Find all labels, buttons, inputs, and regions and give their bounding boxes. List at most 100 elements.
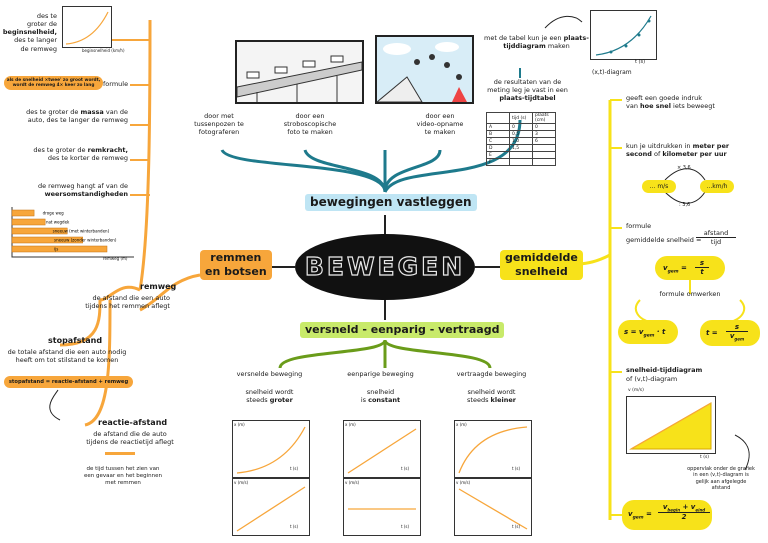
table-cell: A <box>486 123 510 131</box>
massa-text: des te groter de massa van de auto, des … <box>20 108 128 124</box>
branch-vastleggen: bewegingen vastleggen <box>305 194 477 211</box>
graph-bottom-1 <box>343 478 421 536</box>
table-cell <box>532 151 556 159</box>
frac-num: afstand <box>696 229 736 239</box>
table-cell: C <box>486 137 510 145</box>
formule-label: formule <box>103 80 129 88</box>
table-header-plaats: plaats (cm) <box>532 112 556 124</box>
graph-ylabel-bottom-0: v (m/s) <box>234 480 249 485</box>
graph-bottom-0 <box>232 478 310 536</box>
s-formula-text: s = vgem · t <box>624 328 666 339</box>
tabel-text: met de tabel kun je een plaats-tijddiagr… <box>484 34 589 50</box>
table-cell: D <box>486 144 510 152</box>
table-cell <box>532 144 556 152</box>
center-title: BEWEGEN <box>304 251 466 281</box>
conv-left: ... m/s <box>642 180 676 193</box>
bar-label-2: sneeuw (met winterbanden) <box>53 229 110 234</box>
graph-xlabel-bottom-0: t (s) <box>290 524 299 529</box>
reactie-underline <box>105 452 135 455</box>
eenheid-d: kilometer per uur <box>662 150 727 159</box>
beginsnelheid-b: beginsnelheid, <box>2 28 57 37</box>
vt-area <box>629 402 712 450</box>
vgem-frac: s t <box>695 259 709 276</box>
bar-3 <box>11 236 83 244</box>
vgem-frac-s: s <box>695 259 709 268</box>
indruk-a: geeft een goede indruk van <box>626 94 702 111</box>
vgem-sub: gem <box>667 269 679 275</box>
t-eq-frac-v: v <box>729 332 735 340</box>
beweging-desc-b-1: constant <box>368 396 401 405</box>
eenheid-b: meter per second <box>626 142 730 159</box>
table-row: F <box>486 158 556 166</box>
massa-a: des te groter de <box>26 108 79 116</box>
vgem-avg-frac: vbegin + veind 2 <box>658 503 710 521</box>
graph-top-0 <box>232 420 310 478</box>
table-cell <box>509 158 533 166</box>
bar-label-1: nat wegdek <box>46 220 70 225</box>
diag-title: snelheid-tijddiagram <box>626 366 703 374</box>
xt-graph-xlabel: t (s) <box>635 59 646 65</box>
remkracht-b: remkracht, <box>87 146 128 154</box>
tabel-text-c: maken <box>547 42 570 51</box>
car-sequence-illustration <box>237 55 362 102</box>
graph-ylabel-top-1: x (m) <box>345 422 356 427</box>
xt-diagram-caption: (x,t)-diagram <box>592 69 632 76</box>
graph-xlabel-top-2: t (s) <box>512 466 521 471</box>
vt-xlabel: t (s) <box>700 455 710 460</box>
table-cell: 1,5 <box>509 144 533 152</box>
omwerken-label: formule omwerken <box>659 290 721 298</box>
remweg-mini-graph <box>62 6 112 48</box>
table-cell: 0 <box>509 123 533 131</box>
formule-snelheid-text: gemiddelde snelheid = <box>626 236 702 244</box>
graph-ylabel-top-0: x (m) <box>234 422 245 427</box>
graph-xlabel-bottom-1: t (s) <box>401 524 410 529</box>
jumper-illustration <box>377 42 467 102</box>
beweging-desc-1: snelheid is constant <box>343 388 418 404</box>
s-eq-sub: gem <box>643 333 655 339</box>
beweging-desc-a-2: snelheid wordt steeds <box>467 388 516 405</box>
graph-ylabel-bottom-1: v (m/s) <box>345 480 360 485</box>
table-cell: B <box>486 130 510 138</box>
vgem-frac-t: t <box>700 268 704 276</box>
remweg-mini-curve <box>65 11 109 45</box>
vgem-lhs: vgem = <box>663 264 687 275</box>
branch-remmen: remmen en botsen <box>200 250 272 280</box>
beweging-desc-0: snelheid wordt steeds groter <box>232 388 307 404</box>
bar-0 <box>11 209 35 217</box>
table-cell: 6 <box>532 137 556 145</box>
graph-xlabel-top-0: t (s) <box>290 466 299 471</box>
bar-1 <box>11 218 46 226</box>
vgem-avg-num: vbegin + veind <box>658 503 710 514</box>
frac-den: tijd <box>710 238 722 247</box>
beginsnelheid-c: des te langer de remweg <box>14 36 57 53</box>
graph-xlabel-bottom-2: t (s) <box>512 524 521 529</box>
vgem-avg-sub: gem <box>632 515 644 521</box>
mini-graph-x: beginsnelheid (km/h) <box>82 48 125 53</box>
veind-sub: eind <box>695 507 706 513</box>
table-cell: 1,0 <box>509 137 533 145</box>
beweging-title-0: versnelde beweging <box>236 370 303 378</box>
t-eq-frac-sub: gem <box>734 336 745 342</box>
table-cell: 0 <box>532 123 556 131</box>
method-tussenpozen: door met tussenpozen te fotograferen <box>194 112 244 137</box>
t-eq: t = <box>706 329 718 337</box>
stopafstand-def: de totale afstand die een auto nodig hee… <box>7 348 127 365</box>
formule-fraction: afstand tijd <box>696 229 736 246</box>
massa-b: massa <box>80 108 104 116</box>
table-row: E <box>486 151 556 159</box>
car-photo-sequence <box>235 40 364 104</box>
meting-text-a: de resultaten van de meting leg je vast … <box>487 78 568 95</box>
tabel-text-b: plaats-tijddiagram <box>503 34 589 51</box>
table-header-tijd: tijd (s) <box>509 112 533 124</box>
graph-bottom-2 <box>454 478 532 536</box>
table-cell: E <box>486 151 510 159</box>
eenheid-text: kun je uitdrukken in meter per second of… <box>626 142 766 158</box>
diag-subtitle: of (v,t)-diagram <box>626 375 678 383</box>
vt-diagram <box>626 396 716 454</box>
t-eq-frac: s vgem <box>726 323 748 341</box>
